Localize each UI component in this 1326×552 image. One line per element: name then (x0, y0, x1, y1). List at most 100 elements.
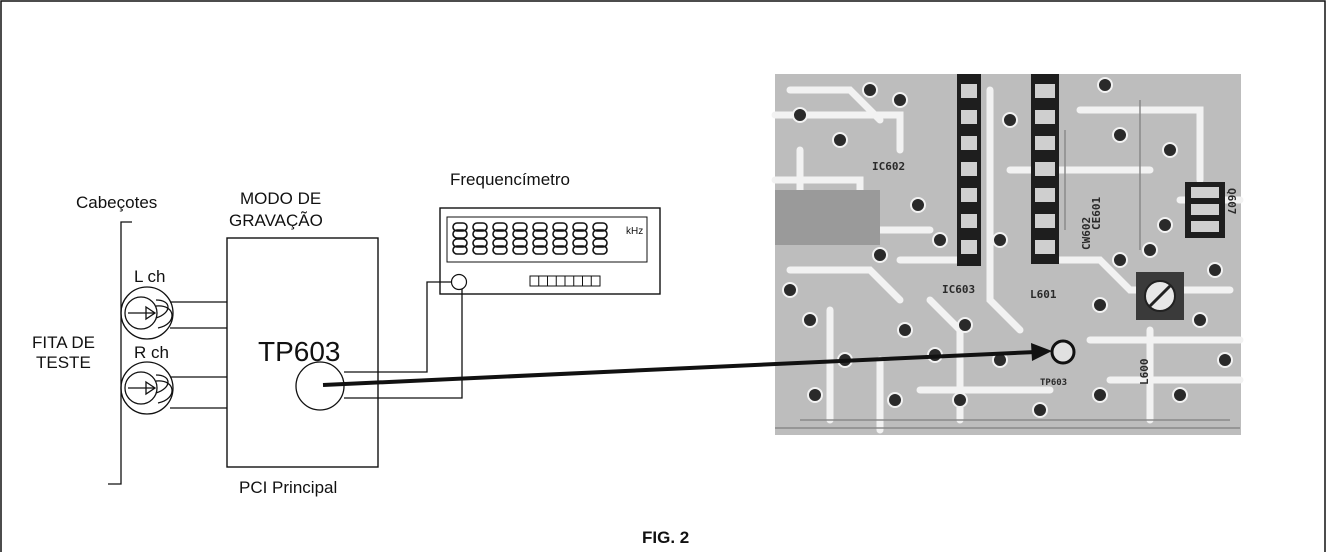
pcb-pad (957, 317, 973, 333)
pcb-ic-pin (1035, 136, 1055, 150)
pcb-pad (892, 92, 908, 108)
pcb-ic-pin (961, 110, 977, 124)
pcb-pad (1162, 142, 1178, 158)
pcb-pad (952, 392, 968, 408)
pcb-label-tp603: TP603 (1040, 378, 1067, 388)
digit-segment (532, 222, 548, 232)
pcb-ic-pin (1035, 188, 1055, 202)
pointer-arrow (322, 343, 1052, 387)
digit-segment (452, 245, 468, 255)
digit-segment (472, 238, 488, 248)
heads-bracket (108, 221, 132, 485)
main-board (226, 237, 379, 468)
digit-segment (552, 245, 568, 255)
probe-wires (344, 281, 463, 399)
pcb-pad (782, 282, 798, 298)
digit-segment (532, 229, 548, 239)
pcb-ic-pin (961, 240, 977, 254)
pcb-pad (802, 312, 818, 328)
pcb-pad (932, 232, 948, 248)
pcb-ic-pin (1035, 110, 1055, 124)
head-wires (170, 301, 227, 409)
digit-segment (592, 245, 608, 255)
pcb-pad (1112, 127, 1128, 143)
digit-segment (592, 229, 608, 239)
digit-segment (512, 222, 528, 232)
pcb-transistor-pin (1191, 204, 1219, 215)
test-tape-label-line1: FITA DE (32, 333, 95, 352)
pcb-ic-pin (1035, 84, 1055, 98)
digit-segment (552, 222, 568, 232)
pcb-pad (897, 322, 913, 338)
pcb-pad (1112, 252, 1128, 268)
mode-label-line1: MODO DE (240, 189, 321, 208)
pcb-ic-pin (961, 84, 977, 98)
seven-segment-digits (452, 222, 608, 255)
digit-segment (592, 222, 608, 232)
mode-label-line2: GRAVAÇÃO (229, 211, 323, 230)
digit-segment (572, 222, 588, 232)
pcb-label-ic603: IC603 (942, 283, 975, 296)
pcb-pad (887, 392, 903, 408)
pcb-label-l600: L600 (1138, 359, 1151, 386)
pcb-pad (1192, 312, 1208, 328)
main-board-label: PCI Principal (239, 478, 337, 497)
digit-segment (472, 245, 488, 255)
frequency-counter-label: Frequencímetro (450, 170, 570, 189)
pcb-ic-pin (1035, 162, 1055, 176)
figure-caption: FIG. 2 (642, 528, 689, 547)
pcb-transistor-pin (1191, 187, 1219, 198)
pcb-pad (1097, 77, 1113, 93)
pcb-pad (1092, 297, 1108, 313)
pcb-pad (1142, 242, 1158, 258)
digit-segment (532, 245, 548, 255)
test-tape-label-line2: TESTE (36, 353, 91, 372)
right-channel-label: R ch (134, 343, 169, 362)
pcb-pad (1092, 387, 1108, 403)
pcb-pad (1217, 352, 1233, 368)
digit-segment (472, 222, 488, 232)
pcb-pad (1032, 402, 1048, 418)
pcb-label-ce601: CE601 (1090, 197, 1103, 230)
digit-segment (572, 238, 588, 248)
pcb-pad (872, 247, 888, 263)
digit-segment (512, 229, 528, 239)
digit-segment (572, 229, 588, 239)
digit-segment (492, 245, 508, 255)
pcb-ic-pin (1035, 214, 1055, 228)
pcb-pad (992, 232, 1008, 248)
digit-segment (492, 222, 508, 232)
pcb-ic-pin (961, 162, 977, 176)
test-point-label: TP603 (258, 336, 341, 367)
pcb-label-l601: L601 (1030, 288, 1057, 301)
digit-segment (532, 238, 548, 248)
pcb-ic-pin (961, 188, 977, 202)
pcb-label-q607: Q607 (1225, 188, 1238, 215)
pcb-pad (862, 82, 878, 98)
digit-segment (512, 245, 528, 255)
counter-keypad (529, 275, 601, 287)
digit-segment (472, 229, 488, 239)
digit-segment (492, 238, 508, 248)
pcb-transistor-pin (1191, 221, 1219, 232)
pcb-ic-pin (1035, 240, 1055, 254)
pcb-pad (1207, 262, 1223, 278)
pcb-pad (1172, 387, 1188, 403)
pcb-pad (1157, 217, 1173, 233)
digit-segment (452, 238, 468, 248)
input-jack-icon (450, 273, 468, 291)
pcb-ic-pin (961, 214, 977, 228)
digit-segment (572, 245, 588, 255)
pcb-ic-pin (961, 136, 977, 150)
pcb-pad (832, 132, 848, 148)
left-channel-label: L ch (134, 267, 166, 286)
digit-segment (452, 229, 468, 239)
right-head-icon (120, 361, 174, 415)
left-head-icon (120, 286, 174, 340)
pcb-pad (792, 107, 808, 123)
digit-segment (492, 229, 508, 239)
pcb-pad (1002, 112, 1018, 128)
digit-segment (512, 238, 528, 248)
